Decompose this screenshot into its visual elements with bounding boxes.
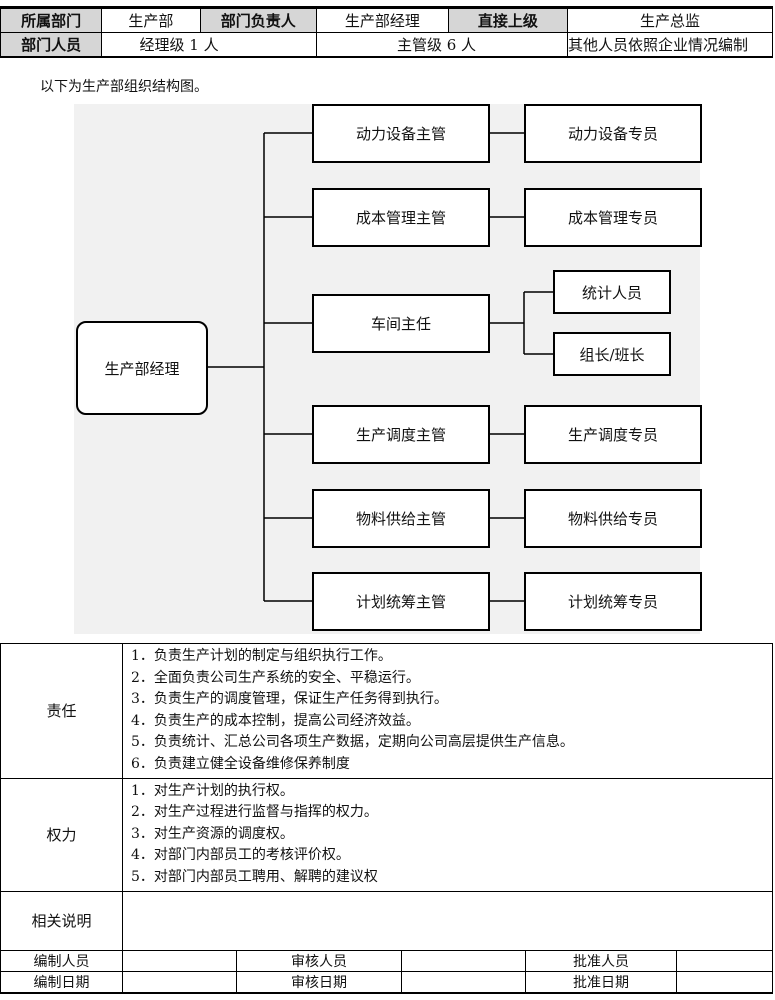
- responsibility-list: 1．负责生产计划的制定与组织执行工作。 2．全面负责公司生产系统的安全、平稳运行…: [122, 643, 773, 779]
- authority-label: 权力: [0, 777, 123, 892]
- info-row-1: 所属部门 生产部 部门负责人 生产部经理 直接上级 生产总监: [0, 7, 774, 33]
- reviewed-date-label: 审核日期: [236, 970, 402, 994]
- org-node-staff: 成本管理专员: [524, 188, 702, 247]
- approved-date-label: 批准日期: [525, 970, 677, 994]
- head-value: 生产部经理: [315, 7, 449, 33]
- org-node-supervisor: 车间主任: [312, 294, 490, 353]
- manager-count: 经理级 1 人: [101, 32, 317, 58]
- superior-label: 直接上级: [447, 7, 568, 33]
- dept-label: 所属部门: [0, 7, 103, 33]
- footer-row-2: 编制日期 审核日期 批准日期: [0, 970, 773, 994]
- org-node-staff: 统计人员: [553, 270, 671, 314]
- org-node-supervisor: 物料供给主管: [312, 489, 490, 548]
- responsibility-item: 5．负责统计、汇总公司各项生产数据，定期向公司高层提供生产信息。: [131, 734, 574, 751]
- prepared-date-value: [122, 970, 237, 994]
- superior-value: 生产总监: [566, 7, 774, 33]
- notes-label: 相关说明: [0, 890, 123, 951]
- authority-row: 权力 1．对生产计划的执行权。 2．对生产过程进行监督与指挥的权力。 3．对生产…: [0, 777, 773, 892]
- notes-row: 相关说明: [0, 890, 773, 951]
- notes-value: [122, 890, 773, 951]
- prepared-by-label: 编制人员: [0, 949, 123, 972]
- staff-label: 部门人员: [0, 32, 103, 58]
- approved-by-value: [676, 949, 773, 972]
- reviewed-by-label: 审核人员: [236, 949, 402, 972]
- org-node-supervisor: 生产调度主管: [312, 405, 490, 464]
- duties-table: 责任 1．负责生产计划的制定与组织执行工作。 2．全面负责公司生产系统的安全、平…: [0, 643, 773, 994]
- department-info-table: 所属部门 生产部 部门负责人 生产部经理 直接上级 生产总监 部门人员 经理级 …: [0, 6, 774, 58]
- responsibility-label: 责任: [0, 643, 123, 779]
- responsibility-row: 责任 1．负责生产计划的制定与组织执行工作。 2．全面负责公司生产系统的安全、平…: [0, 643, 773, 779]
- info-row-2: 部门人员 经理级 1 人 主管级 6 人 其他人员依照企业情况编制: [0, 32, 774, 58]
- intro-text: 以下为生产部组织结构图。: [40, 79, 208, 95]
- responsibility-item: 1．负责生产计划的制定与组织执行工作。: [131, 648, 392, 664]
- org-node-supervisor: 动力设备主管: [312, 104, 490, 163]
- prepared-date-label: 编制日期: [0, 970, 123, 994]
- footer-row-1: 编制人员 审核人员 批准人员: [0, 949, 773, 972]
- supervisor-count: 主管级 6 人: [315, 32, 568, 58]
- head-label: 部门负责人: [199, 7, 317, 33]
- dept-value: 生产部: [101, 7, 201, 33]
- org-node-staff: 计划统筹专员: [524, 572, 702, 631]
- org-node-staff: 组长/班长: [553, 332, 671, 376]
- org-node-root: 生产部经理: [76, 321, 208, 415]
- org-node-staff: 动力设备专员: [524, 104, 702, 163]
- approved-by-label: 批准人员: [525, 949, 677, 972]
- org-node-supervisor: 计划统筹主管: [312, 572, 490, 631]
- authority-item: 3．对生产资源的调度权。: [131, 825, 294, 842]
- other-staff: 其他人员依照企业情况编制: [566, 32, 774, 58]
- responsibility-item: 4．负责生产的成本控制，提高公司经济效益。: [131, 712, 420, 729]
- authority-item: 4．对部门内部员工的考核评价权。: [131, 847, 350, 864]
- approved-date-value: [676, 970, 773, 994]
- reviewed-by-value: [401, 949, 526, 972]
- authority-list: 1．对生产计划的执行权。 2．对生产过程进行监督与指挥的权力。 3．对生产资源的…: [122, 777, 773, 892]
- authority-item: 5．对部门内部员工聘用、解聘的建议权: [131, 868, 378, 885]
- responsibility-item: 6．负责建立健全设备维修保养制度: [131, 755, 350, 772]
- org-node-staff: 物料供给专员: [524, 489, 702, 548]
- authority-item: 1．对生产计划的执行权。: [131, 782, 294, 799]
- prepared-by-value: [122, 949, 237, 972]
- reviewed-date-value: [401, 970, 526, 994]
- authority-item: 2．对生产过程进行监督与指挥的权力。: [131, 804, 378, 821]
- responsibility-item: 3．负责生产的调度管理，保证生产任务得到执行。: [131, 691, 448, 708]
- responsibility-item: 2．全面负责公司生产系统的安全、平稳运行。: [131, 669, 420, 686]
- org-node-supervisor: 成本管理主管: [312, 188, 490, 247]
- org-node-staff: 生产调度专员: [524, 405, 702, 464]
